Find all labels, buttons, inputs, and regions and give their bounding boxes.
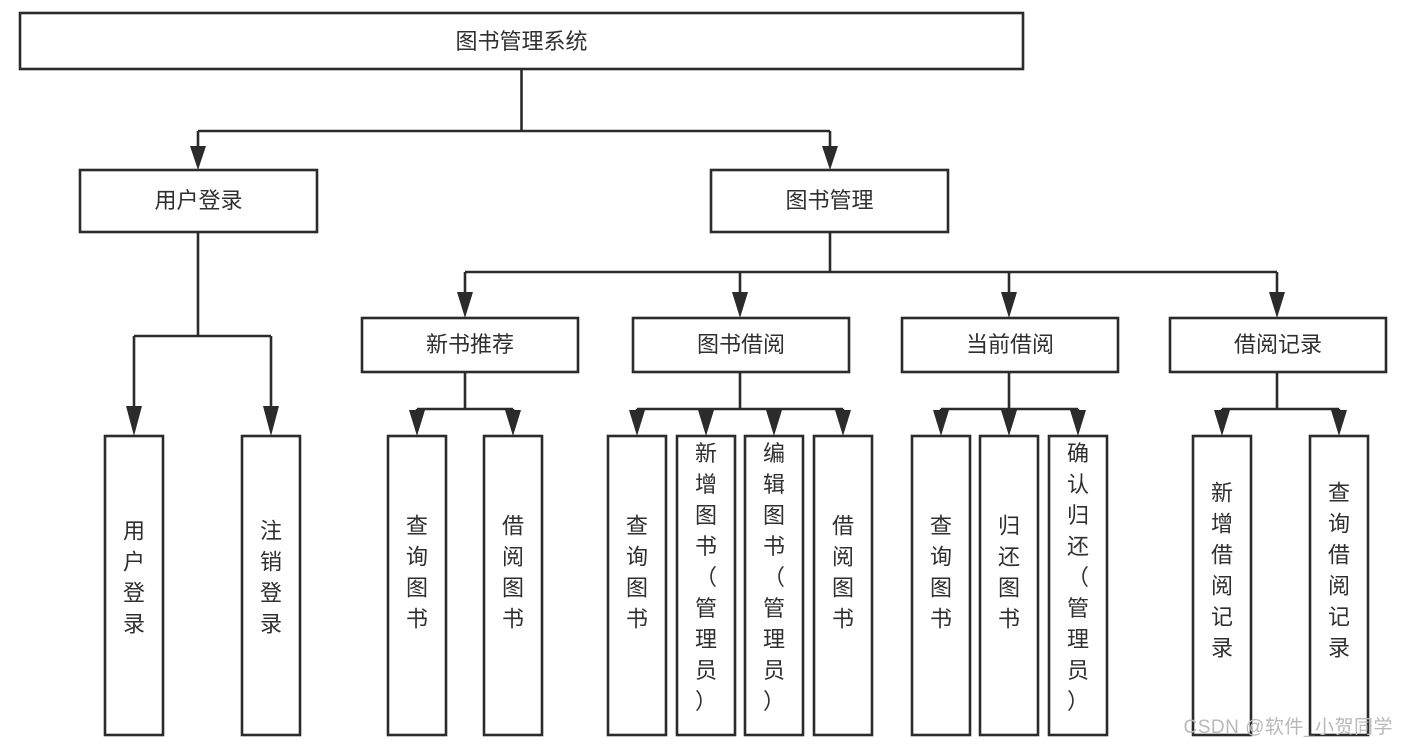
leaf-query-book-3-box[interactable] [910, 434, 972, 737]
leaf-node-user-logout[interactable]: 注销登录 [240, 434, 302, 737]
node-borrow-record[interactable]: 借阅记录 [1168, 316, 1388, 374]
leaf-borrow-book-1-box[interactable] [482, 434, 544, 737]
node-book-management-box[interactable] [709, 168, 950, 234]
arrow-head-leaf-user-login [126, 406, 142, 436]
leaf-borrow-book-1-label: 借阅图书 [502, 514, 524, 632]
arrow-head-leaf-add-record [1214, 410, 1230, 436]
arrow-head-leaf-confirm-return [1070, 410, 1086, 436]
leaf-user-logout-box[interactable] [240, 434, 302, 737]
node-new-book-recommend-box[interactable] [360, 316, 580, 374]
arrow-head-leaf-user-logout [263, 406, 279, 436]
arrow-head-borrow-record [1269, 292, 1285, 318]
arrow-head-leaf-borrow-book-2 [835, 410, 851, 436]
arrow-head-leaf-return-book [1001, 410, 1017, 436]
node-book-borrow[interactable]: 图书借阅 [631, 316, 851, 374]
leaf-node-borrow-book-1[interactable]: 借阅图书 [482, 434, 544, 737]
arrow-head-leaf-query-record [1331, 410, 1347, 436]
node-root[interactable]: 图书管理系统 [18, 11, 1025, 71]
node-new-book-recommend[interactable]: 新书推荐 [360, 316, 580, 374]
arrow-head-leaf-query-book-3 [933, 410, 949, 436]
arrow-head-user-login [190, 146, 206, 170]
leaf-confirm-return-label: 确认归还（管理员） [1067, 441, 1089, 714]
leaf-add-book-label: 新增图书（管理员） [695, 441, 717, 714]
leaf-node-confirm-return[interactable]: 确认归还（管理员） [1047, 434, 1109, 737]
leaf-node-add-record[interactable]: 新增借阅记录 [1191, 434, 1253, 737]
leaf-query-book-1-box[interactable] [386, 434, 448, 737]
leaf-borrow-book-2-label: 借阅图书 [832, 514, 854, 632]
leaf-query-record-label: 查询借阅记录 [1328, 481, 1350, 661]
leaf-add-record-label: 新增借阅记录 [1211, 481, 1233, 661]
node-root-label: 图书管理系统 [455, 29, 587, 54]
node-new-book-recommend-label: 新书推荐 [426, 332, 514, 357]
node-book-management[interactable]: 图书管理 [709, 168, 950, 234]
node-book-borrow-label: 图书借阅 [697, 332, 785, 357]
leaf-node-query-book-1[interactable]: 查询图书 [386, 434, 448, 737]
arrow-head-current-borrow [1001, 292, 1017, 318]
csdn-watermark: CSDN @软件_小贺同学 [1183, 717, 1393, 738]
leaf-borrow-book-2-box[interactable] [812, 434, 874, 737]
node-borrow-record-box[interactable] [1168, 316, 1388, 374]
node-book-borrow-box[interactable] [631, 316, 851, 374]
arrow-head-leaf-query-book-2 [629, 410, 645, 436]
leaf-query-record-box[interactable] [1308, 434, 1370, 737]
leaf-node-add-book[interactable]: 新增图书（管理员） [675, 434, 737, 737]
arrow-head-book-management [822, 146, 838, 170]
node-borrow-record-label: 借阅记录 [1234, 332, 1322, 357]
arrow-head-new-book-recommend [457, 292, 473, 318]
leaf-add-record-box[interactable] [1191, 434, 1253, 737]
arrow-head-leaf-add-book [698, 410, 714, 436]
node-root-box[interactable] [18, 11, 1025, 71]
leaf-node-edit-book[interactable]: 编辑图书（管理员） [743, 434, 805, 737]
leaf-node-query-record[interactable]: 查询借阅记录 [1308, 434, 1370, 737]
leaf-node-query-book-2[interactable]: 查询图书 [606, 434, 668, 737]
arrow-head-book-borrow [732, 292, 748, 318]
node-book-management-label: 图书管理 [785, 188, 873, 213]
leaf-query-book-1-label: 查询图书 [406, 514, 428, 632]
node-current-borrow-box[interactable] [900, 316, 1120, 374]
leaf-node-user-login[interactable]: 用户登录 [103, 434, 165, 737]
arrow-head-leaf-edit-book [766, 410, 782, 436]
leaf-user-logout-label: 注销登录 [260, 519, 282, 637]
leaf-user-login-label: 用户登录 [123, 519, 145, 637]
node-user-login-label: 用户登录 [154, 188, 242, 213]
arrow-head-leaf-borrow-book-1 [505, 410, 521, 436]
leaf-node-return-book[interactable]: 归还图书 [978, 434, 1040, 737]
leaf-query-book-2-box[interactable] [606, 434, 668, 737]
leaf-edit-book-label: 编辑图书（管理员） [763, 441, 785, 714]
leaf-query-book-3-label: 查询图书 [930, 514, 952, 632]
leaf-user-login-box[interactable] [103, 434, 165, 737]
node-user-login-box[interactable] [78, 168, 319, 234]
leaf-return-book-box[interactable] [978, 434, 1040, 737]
node-current-borrow[interactable]: 当前借阅 [900, 316, 1120, 374]
node-current-borrow-label: 当前借阅 [966, 332, 1054, 357]
leaf-edit-book-box[interactable] [743, 434, 805, 737]
leaf-return-book-label: 归还图书 [998, 514, 1020, 632]
node-user-login[interactable]: 用户登录 [78, 168, 319, 234]
connector-layer [126, 69, 1347, 436]
leaf-add-book-box[interactable] [675, 434, 737, 737]
leaf-query-book-2-label: 查询图书 [626, 514, 648, 632]
leaf-node-query-book-3[interactable]: 查询图书 [910, 434, 972, 737]
leaf-confirm-return-box[interactable] [1047, 434, 1109, 737]
arrow-head-leaf-query-book-1 [409, 410, 425, 436]
leaf-node-borrow-book-2[interactable]: 借阅图书 [812, 434, 874, 737]
